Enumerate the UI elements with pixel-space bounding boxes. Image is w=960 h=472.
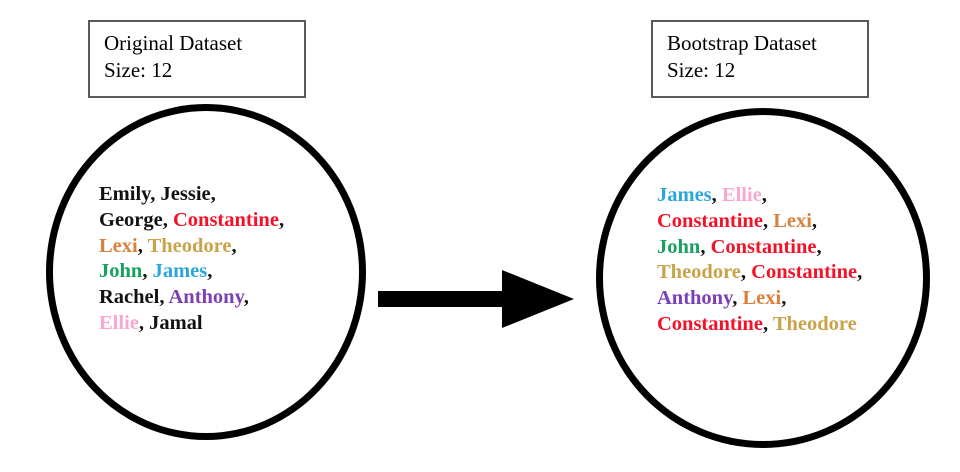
name-separator: , bbox=[142, 260, 148, 283]
name-row: Emily, Jessie, bbox=[99, 182, 284, 208]
name-separator: , bbox=[210, 183, 216, 205]
name-separator: , bbox=[138, 311, 144, 334]
name-separator: , bbox=[700, 235, 706, 258]
name-row: Rachel, Anthony, bbox=[99, 285, 284, 311]
name-token: Theodore bbox=[772, 312, 857, 335]
name-separator: , bbox=[761, 184, 767, 206]
name-token: George bbox=[99, 208, 163, 231]
name-row: John, James, bbox=[99, 259, 284, 285]
name-row: George, Constantine, bbox=[99, 208, 284, 234]
original-dataset-name-list: Emily, Jessie,George, Constantine,Lexi, … bbox=[99, 182, 284, 337]
name-token: Lexi bbox=[773, 209, 812, 232]
name-separator: , bbox=[159, 286, 165, 309]
name-token: Jamal bbox=[149, 311, 203, 334]
name-separator: , bbox=[207, 260, 213, 283]
name-separator: , bbox=[231, 234, 237, 257]
name-row: Lexi, Theodore, bbox=[99, 234, 284, 260]
name-token: Theodore bbox=[147, 234, 232, 257]
name-separator: , bbox=[162, 208, 168, 231]
name-separator: , bbox=[278, 208, 285, 231]
name-token: James bbox=[657, 184, 712, 206]
name-token: Ellie bbox=[99, 311, 139, 334]
original-dataset-circle bbox=[46, 104, 366, 440]
name-token: Lexi bbox=[742, 287, 782, 310]
name-separator: , bbox=[732, 287, 738, 310]
original-dataset-label-box: Original Dataset Size: 12 bbox=[88, 20, 306, 98]
name-row: Anthony, Lexi, bbox=[657, 286, 862, 312]
name-separator: , bbox=[711, 184, 717, 206]
name-row: Theodore, Constantine, bbox=[657, 260, 862, 286]
name-token: Constantine bbox=[710, 235, 817, 258]
name-row: James, Ellie, bbox=[657, 183, 862, 209]
bootstrap-dataset-circle bbox=[596, 108, 930, 448]
name-row: Ellie, Jamal bbox=[99, 311, 284, 337]
name-separator: , bbox=[243, 286, 249, 309]
name-separator: , bbox=[816, 235, 822, 258]
name-separator: , bbox=[762, 312, 769, 335]
right-arrow-icon bbox=[378, 270, 574, 328]
original-dataset-title: Original Dataset bbox=[104, 31, 243, 55]
original-dataset-size: Size: 12 bbox=[104, 58, 173, 83]
name-token: Constantine bbox=[173, 208, 279, 231]
name-token: Constantine bbox=[657, 209, 763, 232]
name-token: John bbox=[657, 235, 701, 258]
name-separator: , bbox=[857, 261, 863, 284]
name-separator: , bbox=[150, 183, 156, 205]
name-separator: , bbox=[811, 209, 818, 232]
name-token: Ellie bbox=[721, 184, 762, 206]
name-row: Constantine, Theodore bbox=[657, 312, 862, 338]
name-token: Theodore bbox=[657, 261, 741, 284]
name-token: Anthony bbox=[168, 286, 244, 309]
name-token: Anthony bbox=[657, 287, 733, 310]
name-token: Jessie bbox=[160, 183, 211, 205]
name-token: John bbox=[99, 260, 143, 283]
bootstrap-dataset-label-box: Bootstrap Dataset Size: 12 bbox=[651, 20, 869, 98]
bootstrap-dataset-size: Size: 12 bbox=[667, 58, 736, 83]
name-token: Constantine bbox=[657, 312, 763, 335]
name-token: Lexi bbox=[99, 234, 138, 257]
name-token: Constantine bbox=[751, 261, 858, 284]
name-separator: , bbox=[762, 209, 769, 232]
name-separator: , bbox=[740, 261, 747, 284]
bootstrap-dataset-name-list: James, Ellie,Constantine, Lexi,John, Con… bbox=[657, 183, 862, 338]
name-token: James bbox=[152, 260, 208, 283]
name-separator: , bbox=[137, 234, 143, 257]
name-row: Constantine, Lexi, bbox=[657, 209, 862, 235]
name-token: Emily bbox=[99, 183, 151, 205]
name-token: Rachel bbox=[99, 286, 160, 309]
bootstrap-dataset-title: Bootstrap Dataset bbox=[667, 31, 817, 55]
name-separator: , bbox=[781, 287, 787, 310]
name-row: John, Constantine, bbox=[657, 235, 862, 261]
